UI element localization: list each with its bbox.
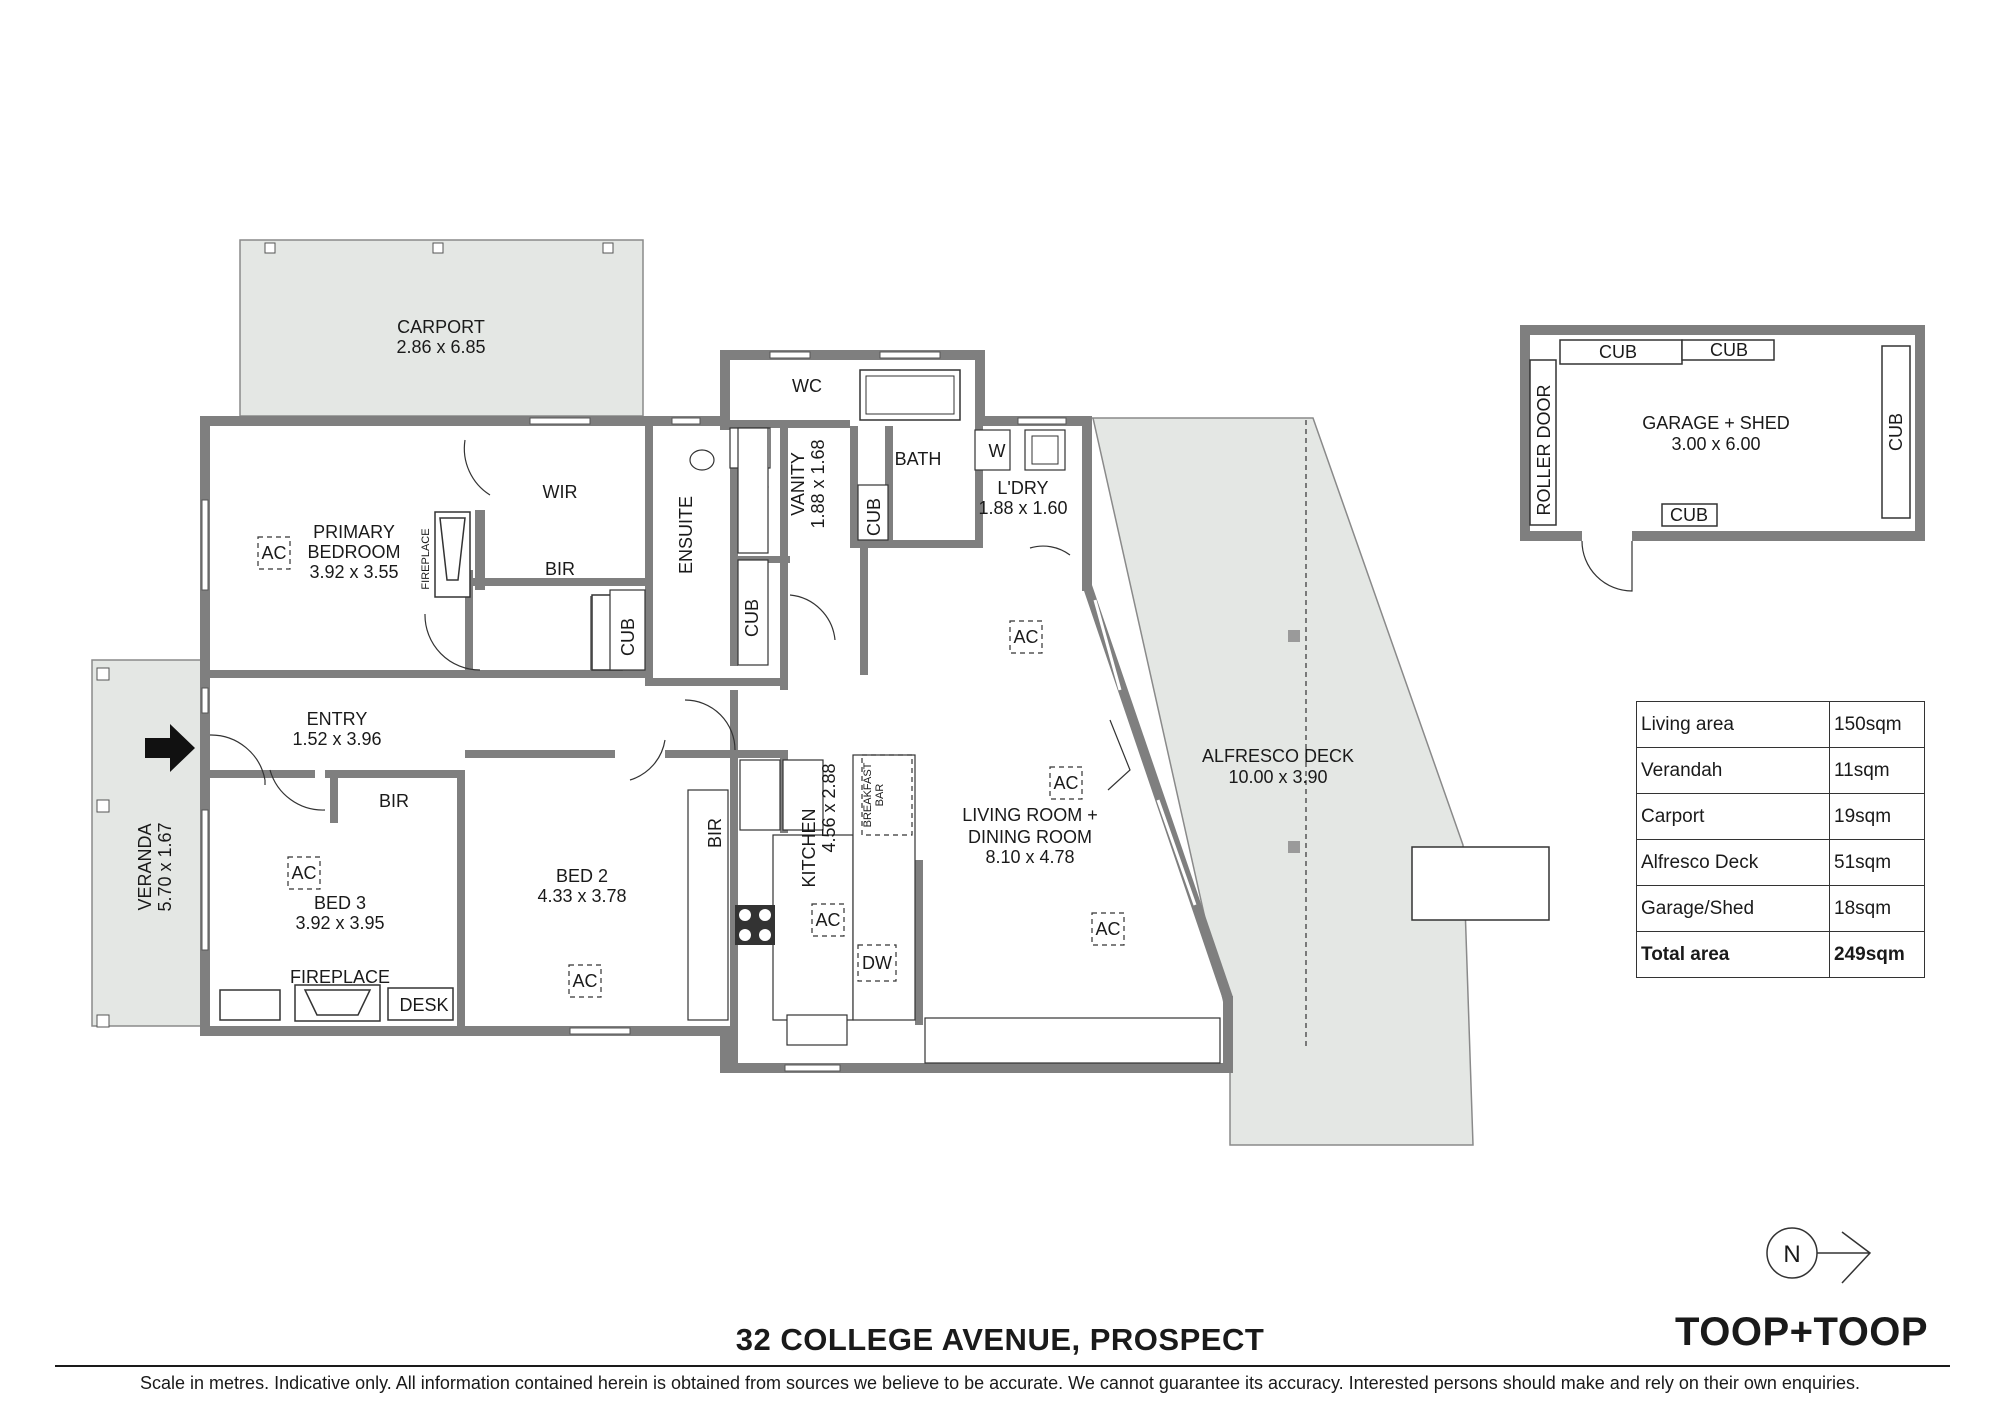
bed3-bir-label: BIR: [379, 791, 409, 811]
carport-posts: [96, 242, 1300, 1028]
garage-dims: 3.00 x 6.00: [1671, 434, 1760, 454]
garage-cub-top1: CUB: [1599, 342, 1637, 362]
cub-primary-label: CUB: [618, 618, 638, 656]
veranda-name: VERANDA: [135, 823, 155, 910]
ac-bed3: AC: [291, 863, 316, 883]
area-label: Alfresco Deck: [1636, 839, 1830, 886]
primary-bedroom-dims: 3.92 x 3.55: [309, 562, 398, 582]
ac-living-low: AC: [1095, 919, 1120, 939]
area-value: 249sqm: [1829, 931, 1925, 978]
laundry-washer: W: [989, 441, 1006, 461]
area-label: Living area: [1636, 701, 1830, 748]
bed3-dims: 3.92 x 3.95: [295, 913, 384, 933]
laundry-dims: 1.88 x 1.60: [978, 498, 1067, 518]
ac-bed2: AC: [572, 971, 597, 991]
roller-door-label: ROLLER DOOR: [1534, 384, 1554, 515]
bed3-desk-label: DESK: [399, 995, 448, 1015]
ac-living-mid: AC: [1053, 773, 1078, 793]
area-label: Garage/Shed: [1636, 885, 1830, 932]
alfresco-name: ALFRESCO DECK: [1202, 746, 1354, 766]
kitchen-name: KITCHEN: [799, 808, 819, 887]
area-label: Carport: [1636, 793, 1830, 840]
ac-primary: AC: [261, 543, 286, 563]
wir-label: WIR: [543, 482, 578, 502]
area-label: Verandah: [1636, 747, 1830, 794]
vanity-dims: 1.88 x 1.68: [808, 439, 828, 528]
area-value: 19sqm: [1829, 793, 1925, 840]
carport-area: [239, 239, 644, 417]
carport-name: CARPORT: [397, 317, 485, 337]
north-compass-icon: N: [1766, 1227, 1872, 1284]
entry-arrow-icon: [145, 724, 195, 772]
brand-logo: TOOP+TOOP: [1675, 1310, 1929, 1354]
breakfast-bar-label1: BREAKFAST: [862, 762, 874, 827]
carport-dims: 2.86 x 6.85: [396, 337, 485, 357]
garage-cub-bottom: CUB: [1670, 505, 1708, 525]
bath-label: BATH: [895, 449, 942, 469]
ac-living-top: AC: [1013, 627, 1038, 647]
garage-walls: [1520, 325, 1925, 592]
breakfast-bar-label2: BAR: [874, 784, 886, 807]
area-value: 11sqm: [1829, 747, 1925, 794]
alfresco-dims: 10.00 x 3.90: [1228, 767, 1327, 787]
vanity-name: VANITY: [788, 452, 808, 516]
disclaimer-text: Scale in metres. Indicative only. All in…: [140, 1373, 1860, 1393]
compass-n: N: [1783, 1241, 1800, 1268]
windows: [201, 351, 1197, 1072]
area-value: 150sqm: [1829, 701, 1925, 748]
ensuite-label: ENSUITE: [676, 496, 696, 574]
bed2-dims: 4.33 x 3.78: [537, 886, 626, 906]
wc-label: WC: [792, 376, 822, 396]
outdoor-areas: [91, 239, 1550, 1146]
living-name1: LIVING ROOM +: [962, 805, 1098, 825]
area-label: Total area: [1636, 931, 1830, 978]
garage-cub-top2: CUB: [1710, 340, 1748, 360]
veranda-area: [91, 659, 203, 1027]
property-title: 32 COLLEGE AVENUE, PROSPECT: [735, 1322, 1265, 1357]
primary-bedroom-name2: BEDROOM: [307, 542, 400, 562]
entry-dims: 1.52 x 3.96: [292, 729, 381, 749]
cub-vanity-label: CUB: [742, 599, 762, 637]
divider: [55, 1365, 1950, 1367]
garage-cub-right: CUB: [1886, 413, 1906, 451]
kitchen-dims: 4.56 x 2.88: [819, 763, 839, 852]
primary-bedroom-name1: PRIMARY: [313, 522, 395, 542]
veranda-dims: 5.70 x 1.67: [155, 822, 175, 911]
room-labels: CARPORT 2.86 x 6.85 PRIMARY BEDROOM 3.92…: [135, 317, 1906, 1015]
bed3-name: BED 3: [314, 893, 366, 913]
fixtures: [219, 369, 1221, 1064]
area-value: 51sqm: [1829, 839, 1925, 886]
ac-kitchen: AC: [815, 910, 840, 930]
laundry-name: L'DRY: [997, 478, 1048, 498]
alfresco-box: [1411, 846, 1550, 921]
living-dims: 8.10 x 4.78: [985, 847, 1074, 867]
alfresco-deck-area: [1087, 417, 1474, 1146]
fireplace-primary-label: FIREPLACE: [420, 528, 432, 589]
bed2-name: BED 2: [556, 866, 608, 886]
ac-markers: [257, 536, 1125, 998]
garage-name: GARAGE + SHED: [1642, 413, 1790, 433]
cub-bath-label: CUB: [864, 498, 884, 536]
bed2-bir-label: BIR: [705, 818, 725, 848]
bed3-fireplace-label: FIREPLACE: [290, 967, 390, 987]
dw-label: DW: [862, 953, 892, 973]
bir-primary-label: BIR: [545, 559, 575, 579]
entry-name: ENTRY: [307, 709, 368, 729]
area-value: 18sqm: [1829, 885, 1925, 932]
living-name2: DINING ROOM: [968, 827, 1092, 847]
